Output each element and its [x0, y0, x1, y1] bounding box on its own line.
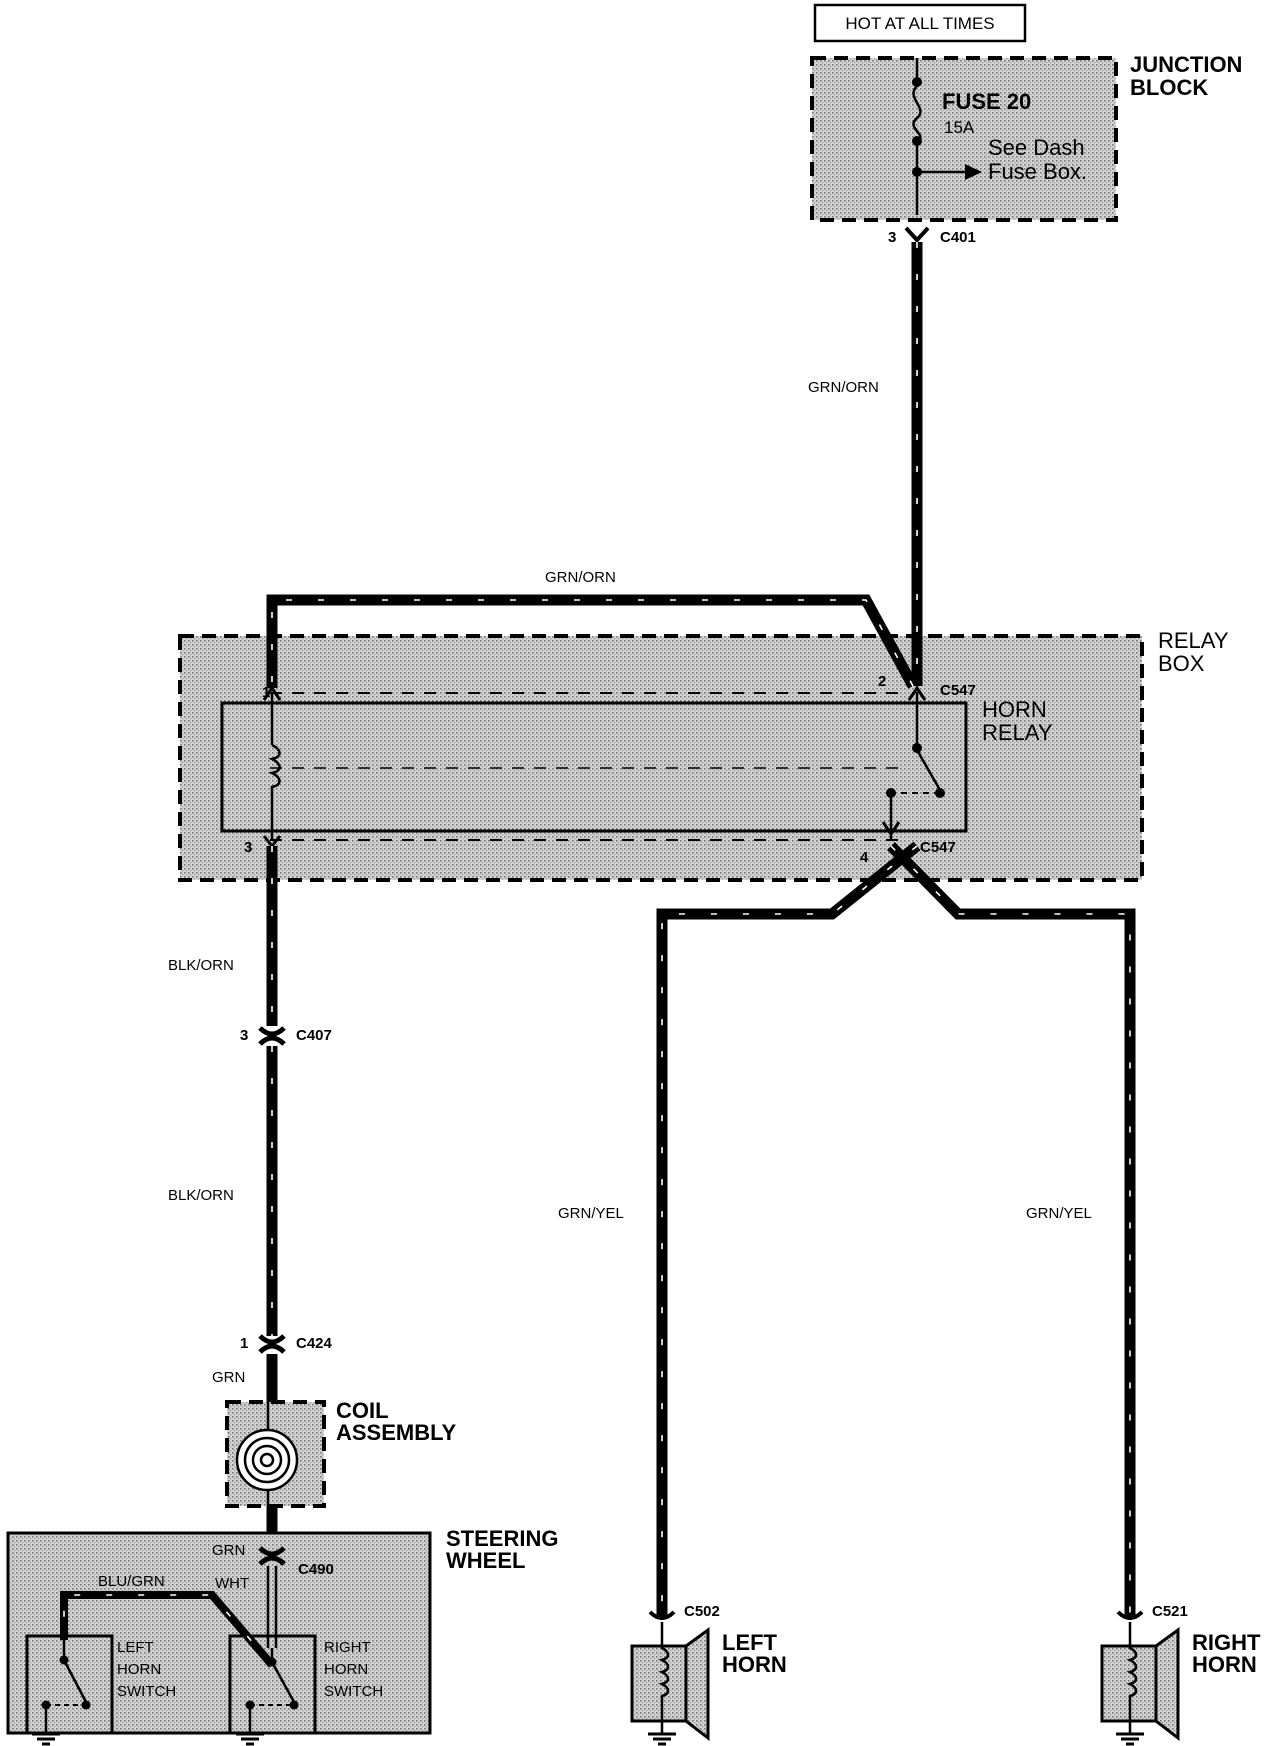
- wire-relay-loop-grn-orn: [266, 594, 918, 689]
- right-switch-1: RIGHT: [324, 1639, 371, 1656]
- c547-bottom-id: C547: [920, 839, 956, 856]
- c401-id: C401: [940, 229, 976, 246]
- left-switch-2: HORN: [117, 1661, 161, 1678]
- horn-relay-line1: HORN: [982, 697, 1047, 722]
- steering-wheel-title-2: WHEEL: [446, 1548, 525, 1573]
- ground-icon: [648, 1732, 676, 1746]
- steering-wheel-title-1: STEERING: [446, 1526, 558, 1551]
- wire-loop-label: GRN/ORN: [545, 569, 616, 586]
- wire-grn-label: GRN: [212, 1369, 245, 1386]
- c547-bottom-pin: 4: [860, 849, 869, 866]
- right-horn: C521: [1100, 1603, 1188, 1742]
- left-switch-1: LEFT: [117, 1639, 154, 1656]
- c547-top-pin: 2: [878, 673, 886, 690]
- relay-coil-icon: [268, 743, 281, 839]
- wht-label: WHT: [215, 1575, 249, 1592]
- relay-box: 1 3 2 C547 4 C547 HORN RELAY: [178, 634, 1144, 882]
- relay-box-title-2: BOX: [1158, 651, 1205, 676]
- coil-assembly: [225, 1400, 326, 1508]
- coil-label-1: COIL: [336, 1398, 389, 1423]
- blu-grn-label: BLU/GRN: [98, 1573, 165, 1590]
- connector-c490-icon: [258, 1546, 286, 1566]
- see-dash-line2: Fuse Box.: [988, 159, 1087, 184]
- wire-left-horn-grn-yel: [656, 841, 921, 1616]
- steering-wheel: GRN C490 WHT BLU/GRN LEFT HORN SWITCH: [6, 1531, 432, 1735]
- c502-id: C502: [684, 1603, 720, 1620]
- left-horn-label-1: LEFT: [722, 1630, 778, 1655]
- relay-box-title-1: RELAY: [1158, 628, 1229, 653]
- c547-top-id: C547: [940, 682, 976, 699]
- left-horn-label-2: HORN: [722, 1652, 787, 1677]
- c424-pin: 1: [240, 1335, 248, 1352]
- junction-block-title-2: BLOCK: [1130, 75, 1208, 100]
- c424-id: C424: [296, 1335, 333, 1352]
- power-source-box: HOT AT ALL TIMES: [813, 3, 1027, 43]
- junction-block: FUSE 20 15A See Dash Fuse Box.: [810, 56, 1118, 222]
- right-switch-2: HORN: [324, 1661, 368, 1678]
- wire-right-horn-label: GRN/YEL: [1026, 1205, 1092, 1222]
- arrow-right-icon: [965, 164, 982, 180]
- horn-relay-line2: RELAY: [982, 720, 1053, 745]
- wire-feed-label: GRN/ORN: [808, 379, 879, 396]
- relay-switch-icon: [915, 749, 942, 791]
- connector-c424-icon: [258, 1334, 286, 1354]
- power-source-label: HOT AT ALL TIMES: [845, 14, 994, 33]
- right-switch-3: SWITCH: [324, 1683, 383, 1700]
- fuse-rating: 15A: [944, 118, 975, 137]
- connector-c401-icon: [904, 226, 930, 243]
- right-horn-label-2: HORN: [1192, 1652, 1257, 1677]
- connector-c407-icon: [258, 1026, 286, 1046]
- junction-block-title-1: JUNCTION: [1130, 52, 1242, 77]
- relay-pin-1: 1: [262, 684, 270, 701]
- c407-pin: 3: [240, 1027, 248, 1044]
- coil-spiral-icon: [259, 1452, 275, 1468]
- right-horn-switch-icon: [245, 1648, 299, 1730]
- left-switch-3: SWITCH: [117, 1683, 176, 1700]
- right-horn-label-1: RIGHT: [1192, 1630, 1261, 1655]
- left-horn-switch-icon: [41, 1640, 91, 1730]
- c401-pin: 3: [888, 229, 896, 246]
- c490-id: C490: [298, 1561, 334, 1578]
- c490-grn-label: GRN: [212, 1542, 245, 1559]
- coil-label-2: ASSEMBLY: [336, 1420, 457, 1445]
- wire-blk-orn-1-label: BLK/ORN: [168, 957, 234, 974]
- c407-id: C407: [296, 1027, 332, 1044]
- see-dash-line1: See Dash: [988, 135, 1085, 160]
- ground-icon: [32, 1730, 60, 1746]
- wire-right-horn-grn-yel: [887, 842, 1136, 1616]
- fuse-name: FUSE 20: [942, 89, 1031, 114]
- ground-icon: [236, 1730, 264, 1746]
- left-horn: C502: [630, 1603, 720, 1742]
- wire-left-horn-label: GRN/YEL: [558, 1205, 624, 1222]
- wire-blk-orn-2-label: BLK/ORN: [168, 1187, 234, 1204]
- ground-icon: [1116, 1732, 1144, 1746]
- fuse-icon: [912, 85, 922, 142]
- c521-id: C521: [1152, 1603, 1188, 1620]
- relay-pin-3: 3: [244, 839, 252, 856]
